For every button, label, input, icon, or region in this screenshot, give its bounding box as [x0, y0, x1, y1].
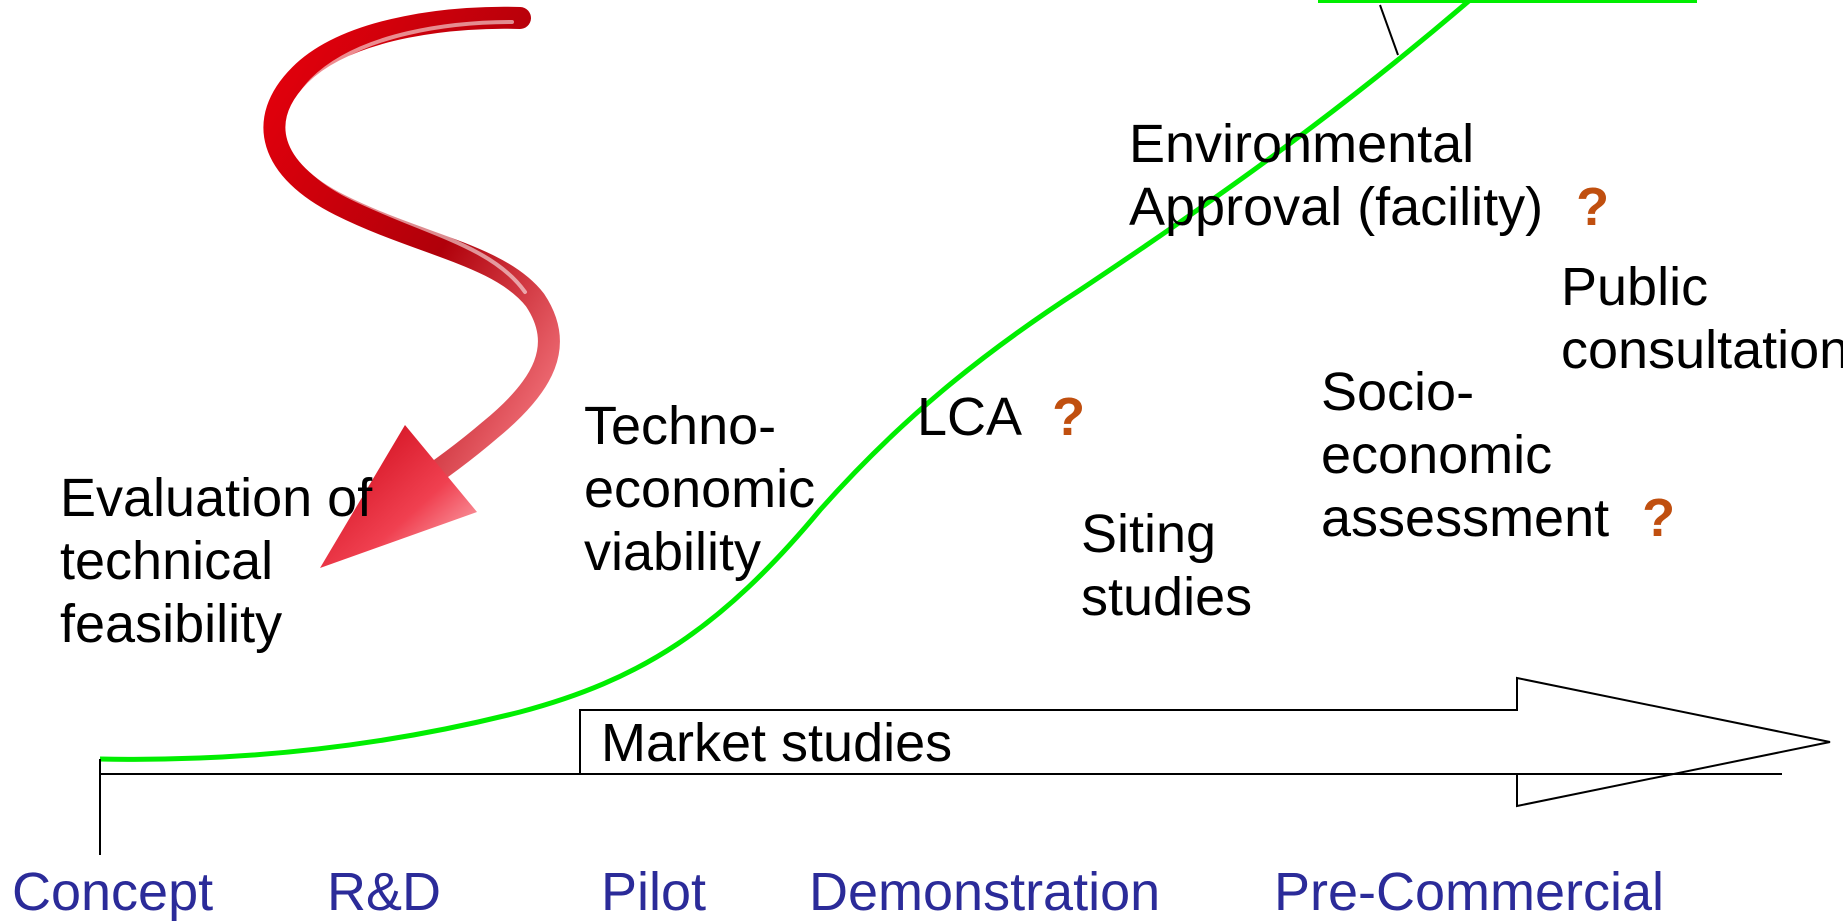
stage-rnd: R&D: [327, 862, 441, 921]
socio-line-1: Socio-: [1321, 362, 1474, 422]
block-arrow-icon: [579, 676, 1831, 808]
socio-line-3: assessment: [1321, 488, 1609, 548]
stage-demonstration: Demonstration: [809, 862, 1160, 921]
siting-line-1: Siting: [1081, 504, 1216, 564]
lca-text: LCA: [917, 387, 1022, 447]
techno-economic-line-3: viability: [584, 522, 761, 582]
market-studies-label: Market studies: [601, 713, 952, 773]
techno-economic-label: Techno- economic viability: [584, 396, 830, 582]
evaluation-line-2: technical: [60, 531, 273, 591]
public-line-1: Public: [1561, 257, 1708, 317]
curved-red-arrow-icon: [263, 6, 560, 568]
lca-question-mark: ?: [1052, 387, 1085, 447]
socio-question-mark: ?: [1642, 488, 1675, 548]
evaluation-line-3: feasibility: [60, 594, 282, 654]
techno-economic-line-1: Techno-: [584, 396, 776, 456]
public-line-2: consultation: [1561, 320, 1843, 380]
environmental-line-1: Environmental: [1129, 114, 1474, 174]
socio-economic-label: Socio- economic assessment ?: [1321, 362, 1675, 548]
socio-line-2: economic: [1321, 425, 1552, 485]
pointer-line: [1379, 4, 1399, 56]
environmental-approval-label: Environmental Approval (facility) ?: [1129, 114, 1609, 237]
siting-studies-label: Siting studies: [1081, 504, 1252, 627]
environmental-question-mark: ?: [1576, 177, 1609, 237]
environmental-line-2: Approval (facility): [1129, 177, 1543, 237]
public-consultation-label: Public consultation: [1561, 257, 1843, 380]
stage-pilot: Pilot: [601, 862, 706, 921]
siting-line-2: studies: [1081, 567, 1252, 627]
techno-economic-line-2: economic: [584, 459, 815, 519]
evaluation-line-1: Evaluation of: [60, 468, 373, 528]
evaluation-label: Evaluation of technical feasibility: [60, 468, 387, 654]
stage-pre-commercial: Pre-Commercial: [1274, 862, 1664, 921]
lca-label: LCA ?: [917, 387, 1085, 447]
maturity-curve: [99, 0, 1472, 762]
stage-concept: Concept: [12, 862, 213, 921]
